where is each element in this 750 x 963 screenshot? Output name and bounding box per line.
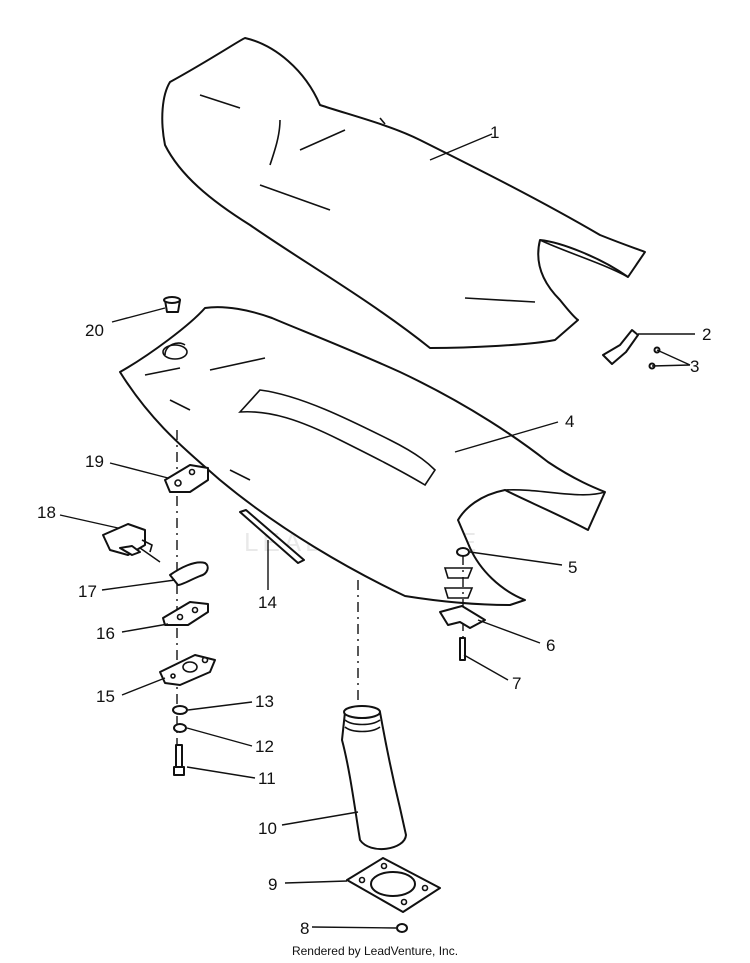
callout-19: 19 xyxy=(85,452,104,471)
callout-labels: 1 2 3 4 5 6 7 8 9 10 11 12 13 14 15 16 1… xyxy=(37,123,711,938)
callout-1: 1 xyxy=(490,123,499,142)
part-15-latch-base xyxy=(159,654,216,686)
part-1-seat-cover xyxy=(161,37,646,349)
callout-7: 7 xyxy=(512,674,521,693)
callout-5: 5 xyxy=(568,558,577,577)
callout-18: 18 xyxy=(37,503,56,522)
part-14-strip xyxy=(239,509,305,564)
part-16-plate xyxy=(162,601,209,626)
part-10-tube xyxy=(341,705,407,851)
render-credit: Rendered by LeadVenture, Inc. xyxy=(291,944,459,958)
callout-20: 20 xyxy=(85,321,104,340)
part-2-clip xyxy=(602,329,639,365)
part-5-nut xyxy=(456,547,470,557)
mount-outline-b xyxy=(443,587,474,599)
callout-10: 10 xyxy=(258,819,277,838)
callout-4: 4 xyxy=(565,412,574,431)
part-11-bolt xyxy=(173,744,185,776)
part-8-nut xyxy=(396,923,408,933)
leader-lines xyxy=(59,133,695,929)
callout-3: 3 xyxy=(690,357,699,376)
callout-2: 2 xyxy=(702,325,711,344)
callout-13: 13 xyxy=(255,692,274,711)
callout-12: 12 xyxy=(255,737,274,756)
callout-6: 6 xyxy=(546,636,555,655)
part-12-lock-washer xyxy=(173,723,187,733)
part-4-seat-base xyxy=(119,306,606,606)
callout-11: 11 xyxy=(258,769,276,788)
part-18-latch xyxy=(102,523,153,556)
callout-14: 14 xyxy=(258,593,277,612)
part-17-spacer xyxy=(169,561,209,586)
callout-8: 8 xyxy=(300,919,309,938)
part-20-grommet xyxy=(163,296,181,313)
callout-17: 17 xyxy=(78,582,97,601)
part-19-hinge-bracket xyxy=(164,464,209,493)
callout-9: 9 xyxy=(268,875,277,894)
part-6-bracket xyxy=(439,605,486,629)
callout-16: 16 xyxy=(96,624,115,643)
mount-outline-a xyxy=(443,567,474,579)
callout-15: 15 xyxy=(96,687,115,706)
part-9-flange xyxy=(346,857,441,913)
part-13-washer xyxy=(172,705,188,715)
part-7-screw xyxy=(459,637,466,661)
